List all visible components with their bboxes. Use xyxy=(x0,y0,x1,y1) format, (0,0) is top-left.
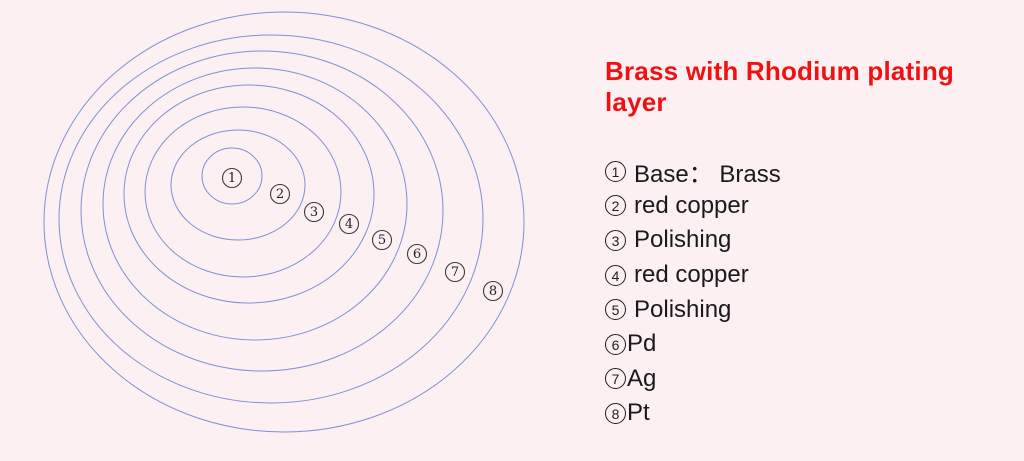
marker-number-8: 8 xyxy=(489,284,497,299)
concentric-layers-diagram: 1 2 3 4 5 6 7 8 xyxy=(43,11,525,433)
marker-circle-5 xyxy=(371,229,393,251)
marker-number-3: 3 xyxy=(310,205,318,220)
legend-item-1: 1 Base： Brass xyxy=(605,154,1005,189)
layer-ring-3 xyxy=(144,106,342,278)
marker-circle-1 xyxy=(221,167,243,189)
legend-label-3: Polishing xyxy=(634,226,732,254)
legend-circled-number-3: 3 xyxy=(605,229,626,251)
layer-ring-6 xyxy=(80,50,444,372)
legend-item-4: 4 red copper xyxy=(605,258,1005,293)
layer-marker-2: 2 xyxy=(269,183,291,205)
marker-number-4: 4 xyxy=(345,217,353,232)
marker-circle-6 xyxy=(406,243,428,265)
legend-label-1: Base： Brass xyxy=(634,160,781,188)
layer-marker-3: 3 xyxy=(303,201,325,223)
layer-ring-5 xyxy=(102,67,408,341)
legend-panel: Brass with Rhodium plating layer 1 Base： … xyxy=(605,56,1005,431)
legend-circled-number-6: 6 xyxy=(605,333,626,355)
marker-number-1: 1 xyxy=(228,171,236,186)
legend-circled-number-8: 8 xyxy=(605,402,626,424)
layer-ring-8 xyxy=(43,11,525,433)
legend-circled-number-7: 7 xyxy=(605,368,626,390)
layer-marker-7: 7 xyxy=(444,261,466,283)
legend-item-2: 2 red copper xyxy=(605,189,1005,224)
marker-circle-8 xyxy=(482,280,504,302)
legend-label-4: red copper xyxy=(634,261,749,289)
marker-number-7: 7 xyxy=(451,265,459,280)
layer-ring-4 xyxy=(123,84,375,304)
legend-circled-number-4: 4 xyxy=(605,264,626,286)
marker-number-6: 6 xyxy=(413,247,421,262)
legend-label-6: Pd xyxy=(627,330,657,358)
legend-circled-number-5: 5 xyxy=(605,299,626,321)
legend-label-7: Ag xyxy=(627,364,657,392)
legend-label-5: Polishing xyxy=(634,295,732,323)
marker-circle-3 xyxy=(303,201,325,223)
legend-item-5: 5 Polishing xyxy=(605,292,1005,327)
layer-ring-2 xyxy=(170,129,306,241)
legend-item-3: 3 Polishing xyxy=(605,223,1005,258)
layer-marker-4: 4 xyxy=(338,213,360,235)
layer-marker-6: 6 xyxy=(406,243,428,265)
legend-label-2: red copper xyxy=(634,191,749,219)
marker-circle-2 xyxy=(269,183,291,205)
layer-marker-5: 5 xyxy=(371,229,393,251)
diagram-title: Brass with Rhodium plating layer xyxy=(605,56,954,117)
marker-number-2: 2 xyxy=(276,187,284,202)
layer-marker-8: 8 xyxy=(482,280,504,302)
marker-number-5: 5 xyxy=(378,233,386,248)
legend-circled-number-1: 1 xyxy=(605,160,626,182)
layer-ring-1 xyxy=(201,147,263,205)
layer-ring-7 xyxy=(58,34,484,404)
legend-label-8: Pt xyxy=(627,399,650,427)
marker-circle-7 xyxy=(444,261,466,283)
legend-circled-number-2: 2 xyxy=(605,195,626,217)
marker-circle-4 xyxy=(338,213,360,235)
layer-marker-1: 1 xyxy=(221,167,243,189)
